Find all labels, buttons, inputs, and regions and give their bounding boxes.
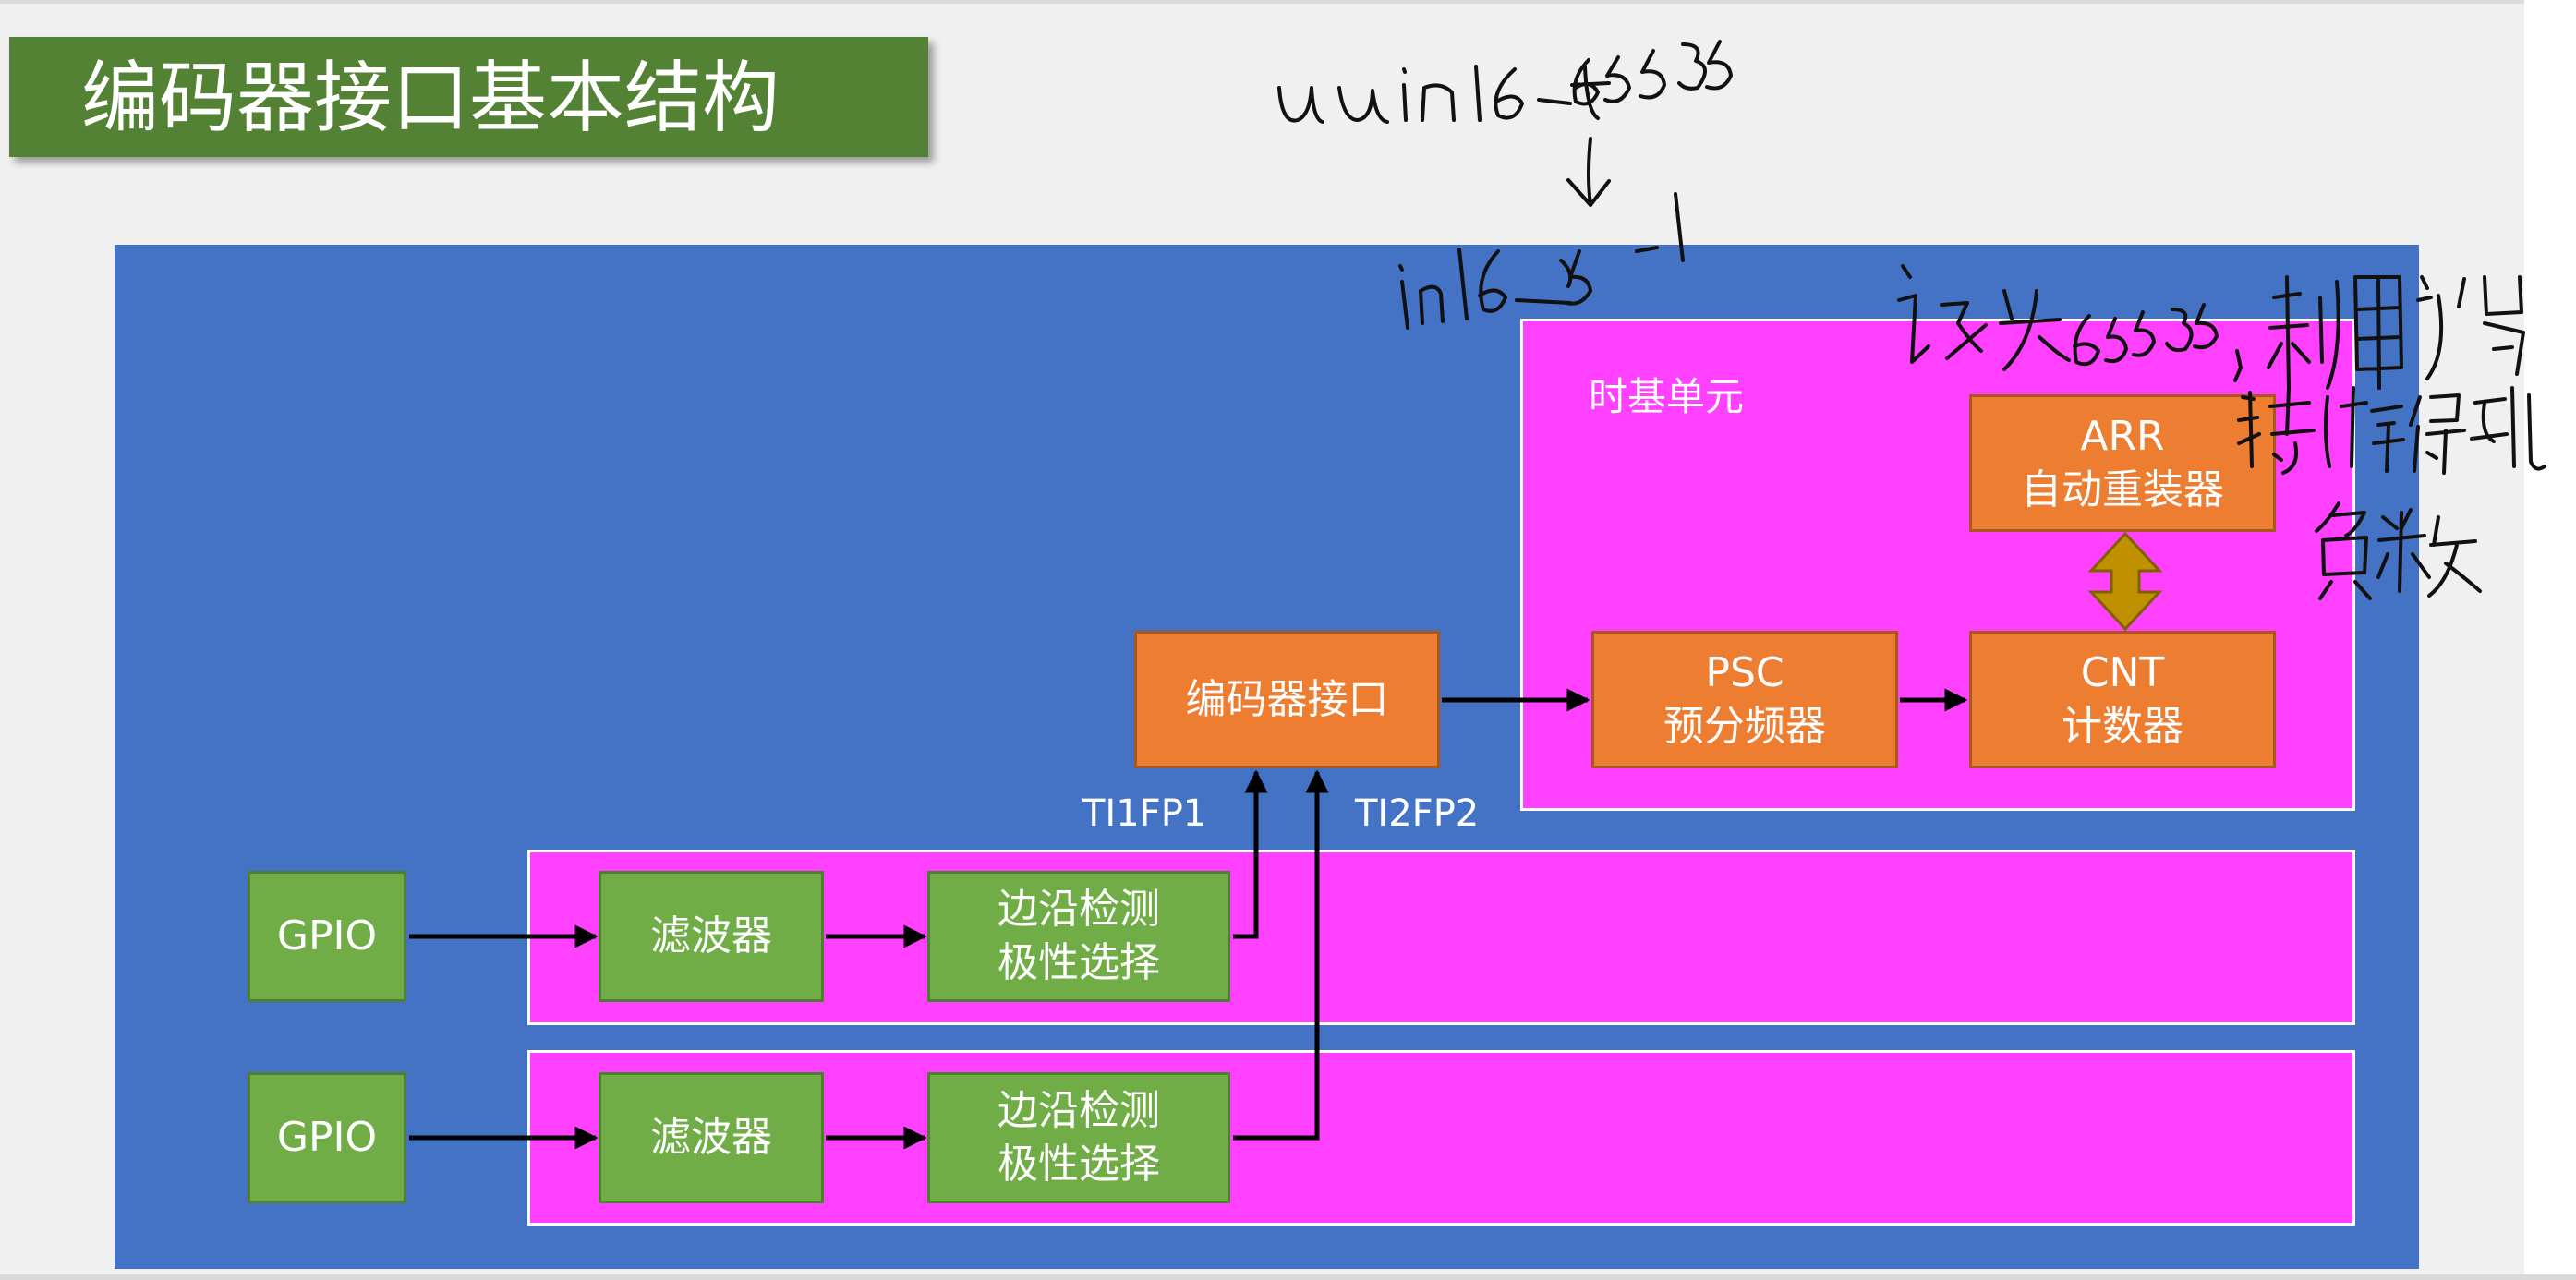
psc-name: PSC — [1705, 648, 1784, 696]
arr-desc: 自动重装器 — [2021, 465, 2224, 513]
ti2fp2-signal-label: TI2FP2 — [1355, 792, 1480, 835]
bottom-border — [0, 1274, 2576, 1280]
filter-box-channel2: 滤波器 — [599, 1072, 824, 1203]
encoder-interface-label: 编码器接口 — [1185, 675, 1389, 723]
ink-uint16 — [1277, 65, 1611, 124]
edge-polarity-box-channel2: 边沿检测 极性选择 — [927, 1072, 1230, 1203]
ink-65535 — [1572, 40, 1733, 106]
gpio-box-channel1: GPIO — [248, 871, 406, 1002]
polarity-select-label: 极性选择 — [998, 1141, 1160, 1188]
psc-desc: 预分频器 — [1663, 702, 1826, 750]
cnt-counter-box: CNT 计数器 — [1969, 631, 2276, 768]
slide-title: 编码器接口基本结构 — [81, 53, 780, 143]
gpio-label: GPIO — [276, 912, 378, 960]
filter-box-channel1: 滤波器 — [599, 871, 824, 1002]
cnt-desc: 计数器 — [2062, 702, 2183, 750]
title-banner — [9, 37, 928, 157]
cnt-name: CNT — [2080, 648, 2165, 696]
filter-label: 滤波器 — [650, 912, 772, 960]
timebase-unit-label: 时基单元 — [1589, 374, 1745, 419]
arr-name: ARR — [2080, 412, 2165, 460]
right-margin — [2524, 0, 2576, 1280]
encoder-interface-box: 编码器接口 — [1134, 631, 1440, 768]
edge-detect-label: 边沿检测 — [998, 1087, 1160, 1134]
gpio-box-channel2: GPIO — [248, 1072, 406, 1203]
top-border — [0, 0, 2576, 4]
psc-prescaler-box: PSC 预分频器 — [1591, 631, 1898, 768]
edge-polarity-box-channel1: 边沿检测 极性选择 — [927, 871, 1230, 1002]
filter-label: 滤波器 — [650, 1114, 772, 1161]
ti1fp1-signal-label: TI1FP1 — [1082, 792, 1207, 835]
arr-auto-reload-box: ARR 自动重装器 — [1969, 394, 2276, 532]
ink-down-arrow — [1566, 137, 1611, 207]
edge-detect-label: 边沿检测 — [998, 886, 1160, 933]
polarity-select-label: 极性选择 — [998, 939, 1160, 986]
gpio-label: GPIO — [276, 1114, 378, 1161]
